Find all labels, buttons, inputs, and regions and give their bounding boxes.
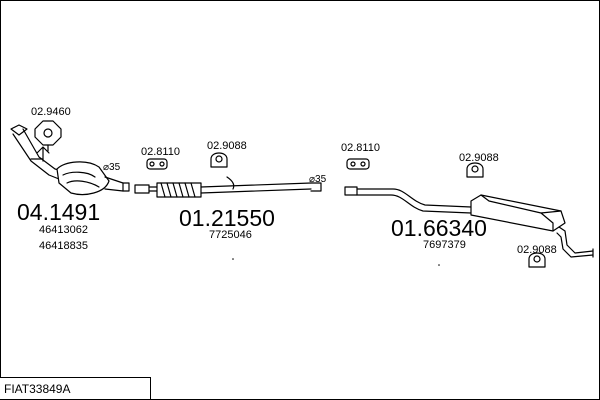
hanger-02-9088-a-drawing (210, 152, 228, 168)
intermediate-pipe-drawing (134, 176, 322, 198)
rear-silencer-drawing (344, 186, 594, 258)
part-number: 01.21550 (179, 205, 275, 231)
fitting-label: 02.9088 (517, 244, 557, 256)
hanger-02-8110-b-drawing (346, 158, 370, 170)
oem-number: 7697379 (423, 239, 466, 251)
front-bracket-drawing (30, 146, 50, 162)
oem-number: 46418835 (39, 240, 88, 252)
catalytic-converter-drawing (10, 124, 130, 196)
part-number: 01.66340 (391, 215, 487, 241)
fitting-02-9460-drawing (34, 120, 62, 152)
fitting-label: 02.9460 (31, 106, 71, 118)
assembly-code: FIAT33849A (4, 382, 71, 396)
part-number: 04.1491 (17, 199, 101, 225)
diameter-label: ⌀35 (309, 174, 327, 185)
diameter-label: ⌀35 (103, 162, 121, 173)
hanger-02-9088-b-drawing (466, 162, 484, 178)
oem-number: 7725046 (209, 229, 252, 241)
oem-number: 46413062 (39, 224, 88, 236)
hanger-02-8110-a-drawing (146, 158, 168, 170)
fitting-label: 02.8110 (341, 142, 380, 154)
hanger-02-9088-c-drawing (528, 252, 546, 268)
dot-mark (232, 258, 234, 260)
dot-mark (438, 264, 440, 266)
fitting-label: 02.9088 (207, 140, 247, 152)
assembly-code-box: FIAT33849A (0, 377, 151, 399)
fitting-label: 02.9088 (459, 152, 499, 164)
fitting-label: 02.8110 (141, 146, 180, 158)
